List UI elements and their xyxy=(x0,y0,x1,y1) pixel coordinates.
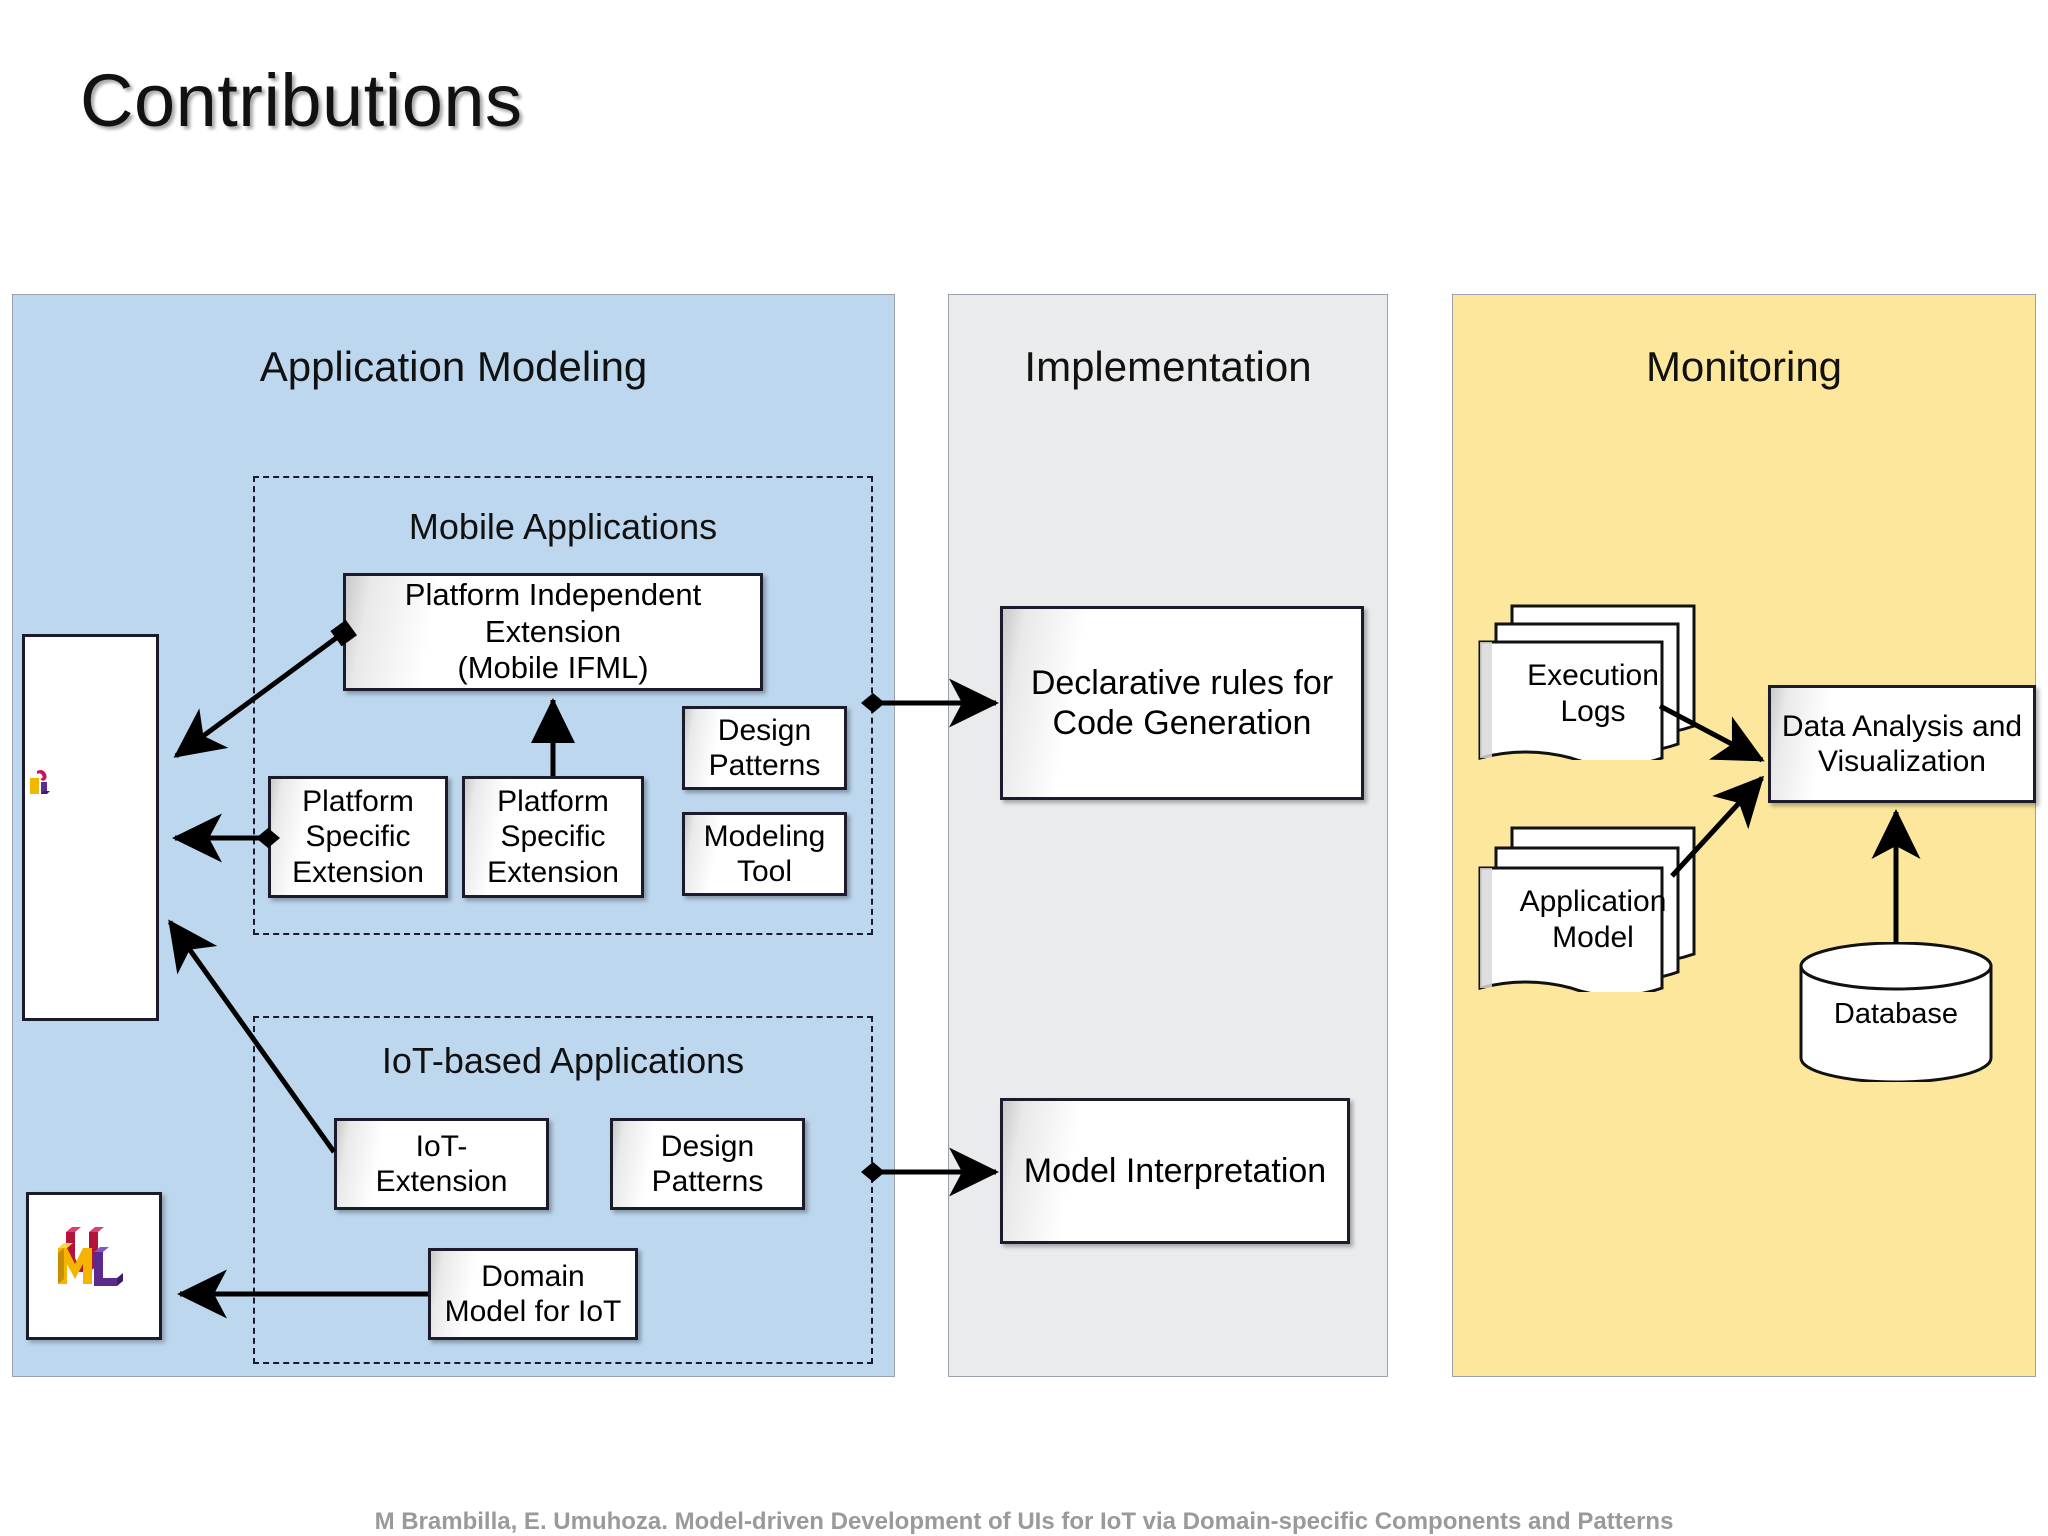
node-line: Extension xyxy=(292,855,424,889)
group-iot-based-applications: IoT-based Applications xyxy=(253,1016,873,1364)
node-line: Platform xyxy=(497,784,609,818)
ifml-logo-icon xyxy=(30,770,50,794)
uml-logo-icon xyxy=(58,1227,123,1286)
node-label: Database xyxy=(1833,998,1959,1030)
node-iot-extension[interactable]: IoT- Extension xyxy=(334,1118,549,1210)
node-line: Model Interpretation xyxy=(1023,1151,1327,1190)
node-line: Extension xyxy=(487,855,619,889)
node-platform-specific-extension-right[interactable]: Platform Specific Extension xyxy=(462,776,644,898)
node-design-patterns-mobile[interactable]: Design Patterns xyxy=(682,706,847,790)
panel-title-implementation: Implementation xyxy=(1024,343,1312,390)
node-line: Model for IoT xyxy=(444,1295,622,1328)
node-platform-independent-extension[interactable]: Platform Independent Extension (Mobile I… xyxy=(343,573,763,691)
node-database[interactable]: Database xyxy=(1798,941,1994,1084)
panel-title-monitoring: Monitoring xyxy=(1645,343,1843,390)
node-line: (Mobile IFML) xyxy=(457,650,649,686)
node-line: Platform Independent xyxy=(404,577,702,613)
node-line: Data Analysis and xyxy=(1781,709,2023,743)
node-line: IoT- xyxy=(415,1129,468,1163)
database-cylinder-icon xyxy=(1799,941,1993,1084)
node-line: Extension xyxy=(375,1165,508,1198)
node-line: Design xyxy=(717,713,812,747)
node-line: Patterns xyxy=(708,749,821,782)
node-platform-specific-extension-left[interactable]: Platform Specific Extension xyxy=(268,776,448,898)
node-design-patterns-iot[interactable]: Design Patterns xyxy=(610,1118,805,1210)
node-declarative-rules-for-code-generation[interactable]: Declarative rules for Code Generation xyxy=(1000,606,1364,800)
node-line: Declarative rules for xyxy=(1030,663,1334,702)
node-line: Platform xyxy=(302,784,414,818)
node-line: Specific xyxy=(305,820,411,854)
node-line: Extension xyxy=(484,613,622,649)
node-domain-model-for-iot[interactable]: Domain Model for IoT xyxy=(428,1248,638,1340)
page-title: Contributions xyxy=(80,59,523,142)
node-line: Tool xyxy=(736,855,793,888)
node-line: Domain xyxy=(481,1259,585,1293)
node-line: Modeling xyxy=(703,819,826,853)
document-stack-icon xyxy=(1478,826,1696,998)
panel-title-application-modeling: Application Modeling xyxy=(259,343,648,390)
node-line: Patterns xyxy=(651,1165,764,1198)
node-line: Design xyxy=(660,1129,755,1163)
node-model-interpretation[interactable]: Model Interpretation xyxy=(1000,1098,1350,1244)
node-line: Visualization xyxy=(1818,745,1986,778)
ifml-model-canvas xyxy=(22,634,159,1021)
node-execution-logs[interactable]: Execution Logs xyxy=(1472,600,1702,768)
document-stack-icon xyxy=(1478,604,1696,768)
group-title-iot-applications: IoT-based Applications xyxy=(381,1040,745,1081)
node-modeling-tool[interactable]: Modeling Tool xyxy=(682,812,847,896)
group-title-mobile-applications: Mobile Applications xyxy=(408,506,718,547)
node-application-model[interactable]: Application Model xyxy=(1472,822,1702,998)
node-line: Specific xyxy=(500,820,606,854)
node-line: Code Generation xyxy=(1052,704,1312,742)
node-data-analysis-and-visualization[interactable]: Data Analysis and Visualization xyxy=(1768,685,2036,803)
footer-citation: M Brambilla, E. Umuhoza. Model-driven De… xyxy=(374,1508,1674,1535)
